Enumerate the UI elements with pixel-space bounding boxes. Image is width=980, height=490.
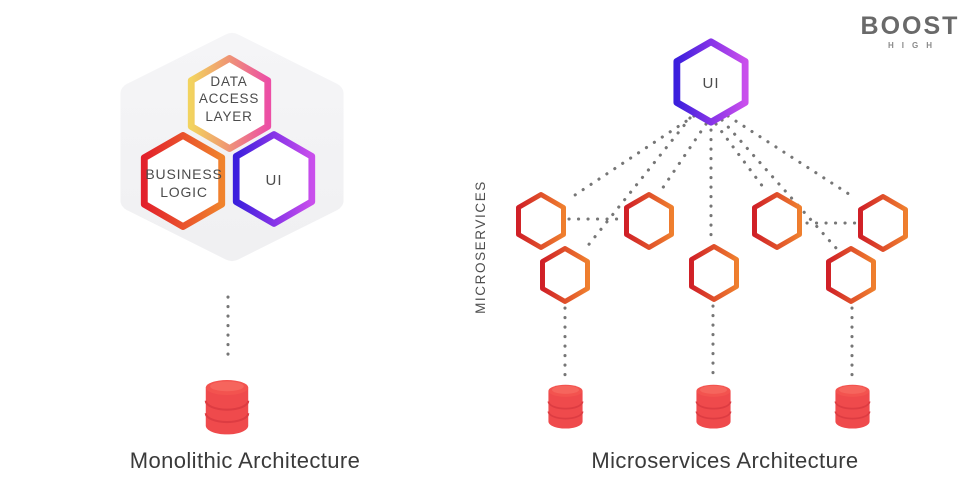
service-hexagon-1	[516, 192, 566, 250]
connector-ui-service-2	[660, 122, 708, 191]
service-hexagon-3	[752, 192, 802, 250]
brand-logo: BOOST HIGH	[852, 12, 968, 51]
monolith-ui-hexagon	[232, 131, 316, 227]
microservices-database-icon-1	[547, 383, 584, 430]
service-hexagon-5	[540, 246, 590, 304]
microservices-side-label: MICROSERVICES	[473, 180, 488, 314]
monolith-database-icon	[204, 377, 250, 437]
monolith-data-access-layer-hexagon	[187, 55, 272, 152]
microservices-title: Microservices Architecture	[591, 448, 859, 473]
connector-ui-service-4	[726, 114, 857, 200]
microservices-database-icon-3	[834, 383, 871, 430]
monolith-title: Monolithic Architecture	[129, 448, 361, 473]
service-hexagon-4	[858, 194, 908, 252]
connector-ui-service-3	[714, 122, 768, 193]
connector-ui-service-1	[567, 114, 696, 201]
microservices-ui-hexagon	[673, 38, 749, 126]
brand-tagline: HIGH	[888, 41, 940, 50]
microservices-database-icon-2	[695, 383, 732, 430]
monolith-business-logic-hexagon	[140, 131, 226, 231]
brand-name: BOOST	[860, 12, 960, 40]
service-hexagon-6	[689, 244, 739, 302]
service-hexagon-2	[624, 192, 674, 250]
service-hexagon-7	[826, 246, 876, 304]
